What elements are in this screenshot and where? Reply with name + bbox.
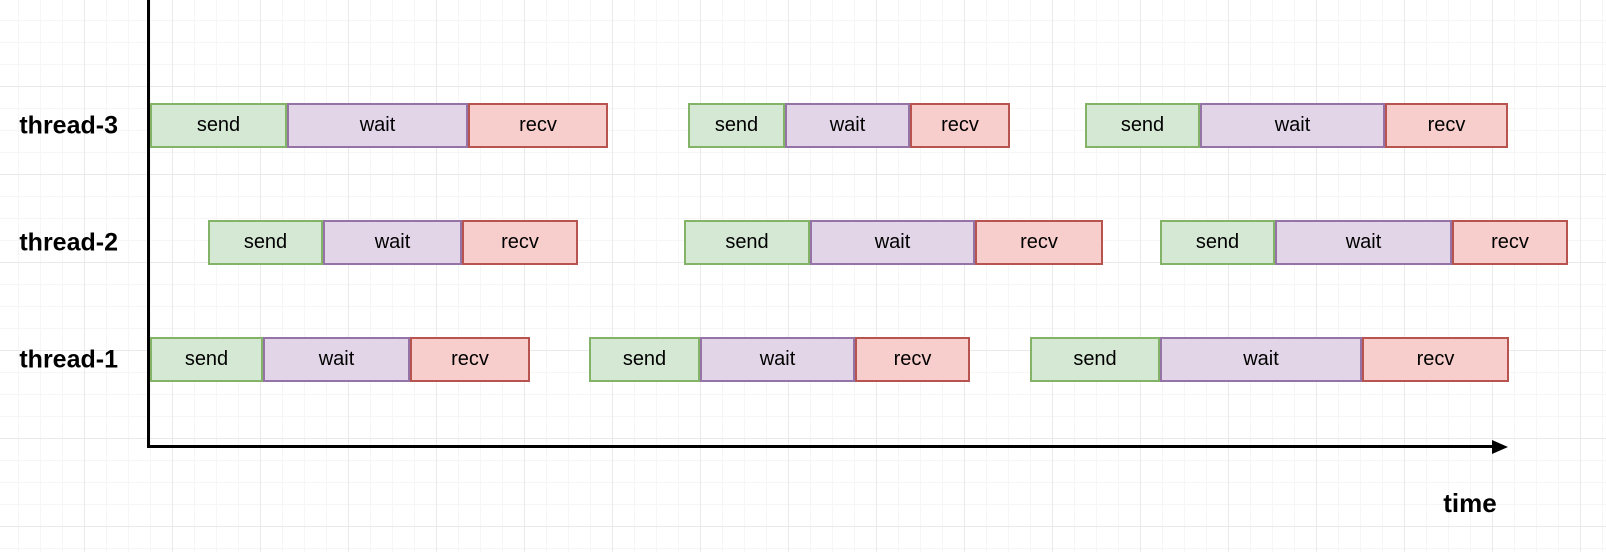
phase-block-send: send <box>208 220 323 265</box>
time-axis-horizontal-line <box>147 445 1493 448</box>
phase-block-recv: recv <box>462 220 578 265</box>
phase-block-send: send <box>1085 103 1200 148</box>
thread-label-thread-3: thread-3 <box>19 111 118 139</box>
phase-block-wait: wait <box>287 103 468 148</box>
phase-block-recv: recv <box>1452 220 1568 265</box>
phase-block-recv: recv <box>468 103 608 148</box>
thread-label-thread-1: thread-1 <box>19 345 118 373</box>
phase-block-send: send <box>150 337 263 382</box>
thread-label-thread-2: thread-2 <box>19 228 118 256</box>
phase-block-wait: wait <box>700 337 855 382</box>
phase-block-recv: recv <box>410 337 530 382</box>
time-axis-label: time <box>1443 488 1497 518</box>
phase-block-send: send <box>150 103 287 148</box>
time-axis-vertical-line <box>147 0 150 448</box>
phase-block-send: send <box>1030 337 1160 382</box>
phase-block-recv: recv <box>1385 103 1508 148</box>
phase-block-wait: wait <box>810 220 975 265</box>
phase-block-wait: wait <box>1200 103 1385 148</box>
phase-block-wait: wait <box>1275 220 1452 265</box>
phase-block-wait: wait <box>263 337 410 382</box>
time-axis-arrowhead-icon <box>1492 439 1508 454</box>
phase-block-recv: recv <box>855 337 970 382</box>
phase-block-send: send <box>684 220 810 265</box>
phase-block-wait: wait <box>323 220 462 265</box>
phase-block-send: send <box>589 337 700 382</box>
phase-block-wait: wait <box>1160 337 1362 382</box>
phase-block-wait: wait <box>785 103 910 148</box>
phase-block-recv: recv <box>910 103 1010 148</box>
phase-block-send: send <box>688 103 785 148</box>
phase-block-send: send <box>1160 220 1275 265</box>
phase-block-recv: recv <box>1362 337 1509 382</box>
phase-block-recv: recv <box>975 220 1103 265</box>
